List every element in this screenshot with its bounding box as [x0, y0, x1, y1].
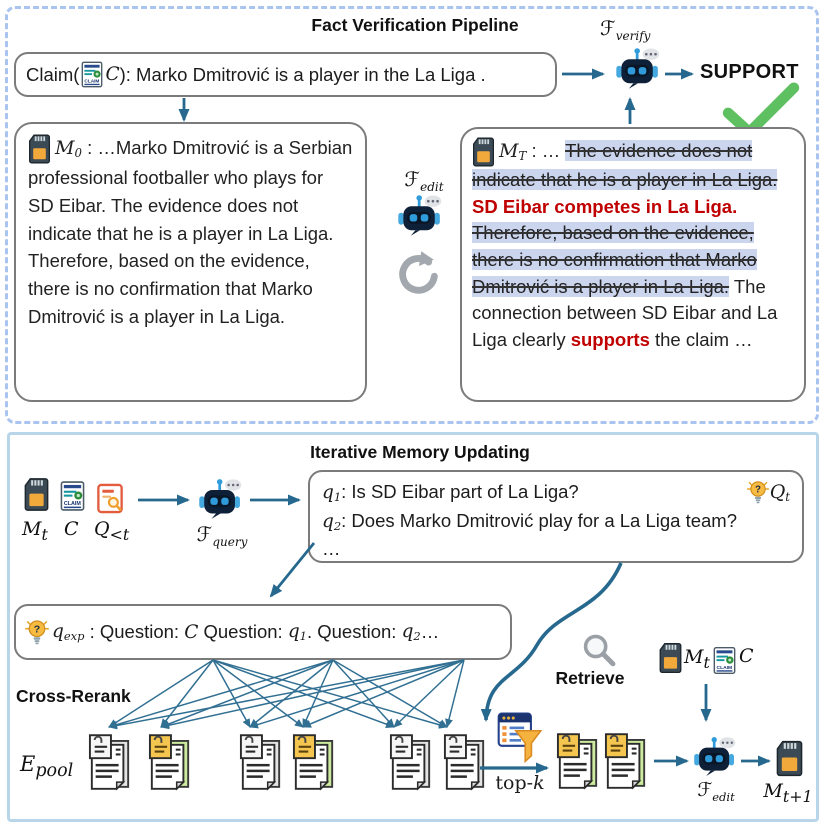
qt-set-label: Qt — [769, 481, 790, 504]
question-more-row: … — [322, 537, 341, 559]
evidence-doc-icon — [239, 733, 283, 791]
c-input-label: C — [64, 518, 79, 540]
memory-m0-box: M0 : …Marko Dmitrović is a Serbian profe… — [14, 122, 367, 402]
memory-card-icon — [24, 477, 49, 512]
claim-box: Claim( C): Marko Dmitrović is a player i… — [14, 52, 557, 97]
past-queries-icon — [96, 483, 124, 514]
mt-input-label: Mt — [22, 518, 48, 544]
claim-icon — [60, 480, 85, 512]
f-verify-label: ℱverify — [600, 16, 651, 43]
evidence-doc-icon — [292, 733, 336, 791]
verify-robot-icon — [614, 46, 662, 91]
evidence-doc-icon — [88, 733, 132, 791]
evidence-doc-icon — [389, 733, 433, 791]
evidence-doc-icon — [148, 733, 192, 791]
top-panel-title: Fact Verification Pipeline — [311, 15, 519, 35]
c-mid-label: C — [739, 645, 754, 667]
supports-highlight: supports — [570, 328, 650, 350]
filter-icon — [497, 712, 543, 764]
retrieve-label: Retrieve — [555, 668, 625, 688]
m-next-label: Mt+1 — [763, 780, 813, 806]
mt-mid-label: Mt — [684, 646, 710, 672]
expanded-query-box: qexp : Question: C Question: q1. Questio… — [14, 604, 512, 660]
questions-box: q1 : Is SD Eibar part of La Liga? Qt q2 … — [308, 470, 804, 563]
question-2-row: q2 : Does Marko Dmitrović play for a La … — [322, 509, 737, 533]
question-1-row: q1 : Is SD Eibar part of La Liga? Qt — [322, 478, 790, 507]
f-edit-label: ℱedit — [404, 167, 444, 194]
iterative-memory-panel — [7, 432, 819, 822]
magnifier-icon — [580, 632, 618, 670]
selected-doc-icon — [604, 732, 648, 790]
evidence-doc-icon — [443, 733, 487, 791]
memory-card-icon — [472, 137, 495, 167]
deleted-text: Therefore, based on the evidence, there … — [472, 222, 757, 297]
bottom-panel-title: Iterative Memory Updating — [310, 442, 530, 462]
cross-rerank-label: Cross-Rerank — [16, 686, 131, 706]
refresh-icon — [394, 249, 444, 299]
f-query-label: ℱquery — [196, 522, 248, 549]
qlt-input-label: Q<t — [94, 518, 130, 544]
claim-icon — [713, 646, 736, 675]
inserted-text: SD Eibar competes in La Liga. — [472, 195, 738, 217]
memory-card-icon — [28, 134, 51, 164]
epool-label: Epool — [20, 752, 74, 782]
memory-card-icon — [776, 740, 803, 777]
query-robot-icon — [197, 477, 244, 521]
claim-icon — [81, 61, 103, 88]
idea-bulb-icon — [746, 479, 770, 505]
idea-bulb-icon — [24, 618, 50, 646]
fact-verification-panel — [5, 6, 819, 424]
f-edit-bottom-label: ℱedit — [697, 779, 735, 804]
top-k-label: top-k — [495, 772, 545, 794]
m0-text: …Marko Dmitrović is a Serbian profession… — [28, 137, 353, 327]
edit-robot-icon — [692, 735, 738, 778]
support-verdict: SUPPORT — [700, 61, 799, 83]
memory-mt-box: MT : … The evidence does not indicate th… — [460, 127, 806, 402]
edit-robot-icon — [396, 193, 444, 238]
memory-card-icon — [659, 642, 682, 674]
selected-doc-icon — [556, 732, 600, 790]
